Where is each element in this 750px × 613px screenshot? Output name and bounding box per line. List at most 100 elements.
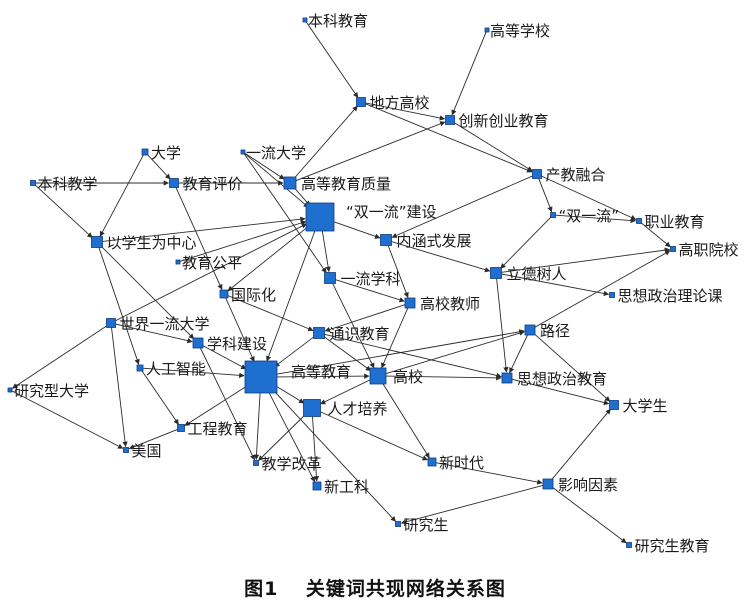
edge-yiliu_xueke-to-gaoxiao: [331, 282, 375, 369]
node-box-yanjiusheng_jiaoyu: [626, 542, 632, 548]
edge-gaodeng_jiaoyu-to-yanjiusheng: [271, 388, 396, 522]
node-box-meiguo: [123, 447, 129, 453]
node-benke_jiaoxue: 本科教学: [30, 175, 98, 193]
node-label-neihan: 内涵式发展: [397, 232, 472, 250]
node-lujing: 路径: [524, 322, 570, 340]
edge-lide-to-sizheng_jiaoyu: [496, 278, 509, 373]
node-gaodeng_jiaoyu: 高等教育: [244, 360, 351, 394]
node-label-chuangxin: 创新创业教育: [459, 112, 549, 130]
node-box-neihan: [380, 234, 392, 246]
node-chuangxin: 创新创业教育: [445, 112, 549, 130]
node-box-jiaoxue_gaige: [253, 460, 259, 466]
edge-difang_gaoxiao-to-chanjiao: [365, 103, 533, 173]
node-label-daxuesheng: 大学生: [623, 397, 668, 415]
node-box-xinshidai: [427, 457, 437, 467]
edge-shijie_yiliu-to-meiguo: [111, 327, 128, 448]
node-box-gongcheng: [177, 424, 185, 432]
edge-rencai-to-xingongke: [312, 416, 320, 482]
edge-yiliu_xueke-to-gaoxiao_jiaoshi: [335, 279, 405, 303]
edge-chanjiao-to-shuangyiliu: [538, 178, 553, 213]
node-label-shuangyiliu_jianshe: “双一流”建设: [346, 203, 437, 221]
edge-yingxiang-to-daxuesheng: [550, 408, 611, 481]
edge-gaoxiao-to-rencai: [320, 379, 371, 405]
node-label-gaoxiao_jiaoshi: 高校教师: [420, 295, 480, 313]
node-label-yanjiusheng_jiaoyu: 研究生教育: [635, 537, 710, 555]
node-box-gaodeng_xuexiao: [484, 27, 490, 33]
node-benke_jiaoyu: 本科教育: [302, 12, 368, 30]
node-xingongke: 新工科: [312, 478, 369, 496]
node-yanjiuxing: 研究型大学: [7, 382, 89, 400]
edge-tongshi-to-gaodeng_jiaoyu: [274, 335, 315, 368]
node-label-yingxiang: 影响因素: [558, 476, 618, 494]
node-box-daxue: [141, 148, 149, 156]
edge-yixuesheng-to-xueke_jianshe: [100, 245, 195, 340]
edge-yingxiang-to-yanjiusheng_jiaoyu: [551, 486, 627, 544]
node-box-yiliu_daxue: [240, 149, 246, 155]
figure-title: 关键词共现网络关系图: [305, 578, 506, 600]
edge-guojihua-to-tongshi: [227, 295, 314, 332]
edge-lide-to-sizheng_lilun: [501, 273, 610, 297]
edge-gaoxiao_jiaoshi-to-gaoxiao: [381, 307, 409, 369]
edge-shijie_yiliu-to-yanjiuxing: [12, 325, 108, 389]
node-sizheng_lilun: 思想政治理论课: [609, 287, 723, 305]
node-gaodeng_xuexiao: 高等学校: [484, 22, 550, 40]
node-box-jiaoyu_gongping: [175, 259, 181, 265]
node-box-rengong: [136, 364, 144, 372]
edge-shuangyiliu_jianshe-to-yiliu_xueke: [321, 230, 331, 273]
node-shuangyiliu: “双一流”: [550, 207, 619, 225]
node-shijie_yiliu: 世界一流大学: [106, 315, 210, 333]
node-label-guojihua: 国际化: [231, 286, 276, 304]
edge-gaodeng_zhiliang-to-chuangxin: [295, 121, 446, 182]
node-xinshidai: 新时代: [427, 454, 484, 472]
edge-chanjiao-to-neihan: [391, 175, 534, 238]
node-jiaoyu_gongping: 教育公平: [175, 254, 242, 272]
node-label-benke_jiaoyu: 本科教育: [308, 12, 368, 30]
edge-jiaoyu_pingjia-to-guojihua: [175, 186, 223, 290]
node-label-lide: 立德树人: [507, 265, 567, 283]
node-box-zhiye_jiaoyu: [636, 218, 642, 224]
node-label-rencai: 人才培养: [328, 400, 388, 418]
node-box-benke_jiaoxue: [30, 180, 36, 186]
edge-tongshi-to-gaoxiao: [323, 335, 372, 372]
edge-zhiye_jiaoyu-to-gaozhi: [640, 222, 671, 248]
node-box-gaozhi: [670, 246, 676, 252]
node-box-shijie_yiliu: [106, 318, 116, 328]
node-yanjiusheng: 研究生: [395, 516, 449, 534]
node-layer: 本科教育高等学校地方高校创新创业教育大学一流大学产教融合本科教学教育评价高等教育…: [7, 12, 739, 555]
node-box-lujing: [524, 324, 536, 336]
node-label-yanjiusheng: 研究生: [404, 516, 449, 534]
edge-shijie_yiliu-to-xueke_jianshe: [115, 323, 193, 344]
edge-layer: [11, 21, 671, 544]
node-label-chanjiao: 产教融合: [546, 166, 606, 184]
figure-caption: 图1 关键词共现网络关系图: [0, 574, 750, 601]
node-box-gaoxiao_jiaoshi: [404, 297, 416, 309]
edge-benke_jiaoxue-to-yixuesheng: [34, 184, 93, 238]
node-tongshi: 通识教育: [313, 325, 390, 343]
node-xueke_jianshe: 学科建设: [192, 335, 267, 353]
node-meiguo: 美国: [123, 442, 162, 460]
node-neihan: 内涵式发展: [380, 232, 472, 250]
edge-neihan-to-lide: [391, 241, 491, 273]
node-box-gaoxiao: [369, 367, 387, 385]
node-yingxiang: 影响因素: [542, 476, 618, 494]
node-box-rencai: [303, 399, 321, 417]
edge-shuangyiliu_jianshe-to-guojihua: [227, 225, 310, 292]
node-box-difang_gaoxiao: [356, 97, 366, 107]
node-box-gaodeng_jiaoyu: [244, 360, 278, 394]
node-box-sizheng_lilun: [609, 292, 615, 298]
edge-rengong-to-gongcheng: [141, 370, 179, 425]
node-gaoxiao: 高校: [369, 367, 423, 386]
node-label-shijie_yiliu: 世界一流大学: [120, 315, 210, 333]
node-yiliu_xueke: 一流学科: [324, 270, 401, 288]
edge-chanjiao-to-zhiye_jiaoyu: [540, 175, 637, 220]
node-box-gaodeng_zhiliang: [283, 176, 297, 190]
node-label-yiliu_daxue: 一流大学: [246, 144, 306, 162]
network-diagram: 本科教育高等学校地方高校创新创业教育大学一流大学产教融合本科教学教育评价高等教育…: [7, 12, 739, 555]
node-box-shuangyiliu_jianshe: [305, 202, 335, 232]
edge-yixuesheng-to-shuangyiliu_jianshe: [102, 216, 306, 242]
edge-guojihua-to-gaodeng_jiaoyu: [225, 297, 255, 362]
node-gaozhi: 高职院校: [670, 241, 739, 259]
node-box-yanjiuxing: [7, 387, 13, 393]
node-jiaoxue_gaige: 教学改革: [253, 455, 322, 473]
node-box-lide: [490, 267, 502, 279]
